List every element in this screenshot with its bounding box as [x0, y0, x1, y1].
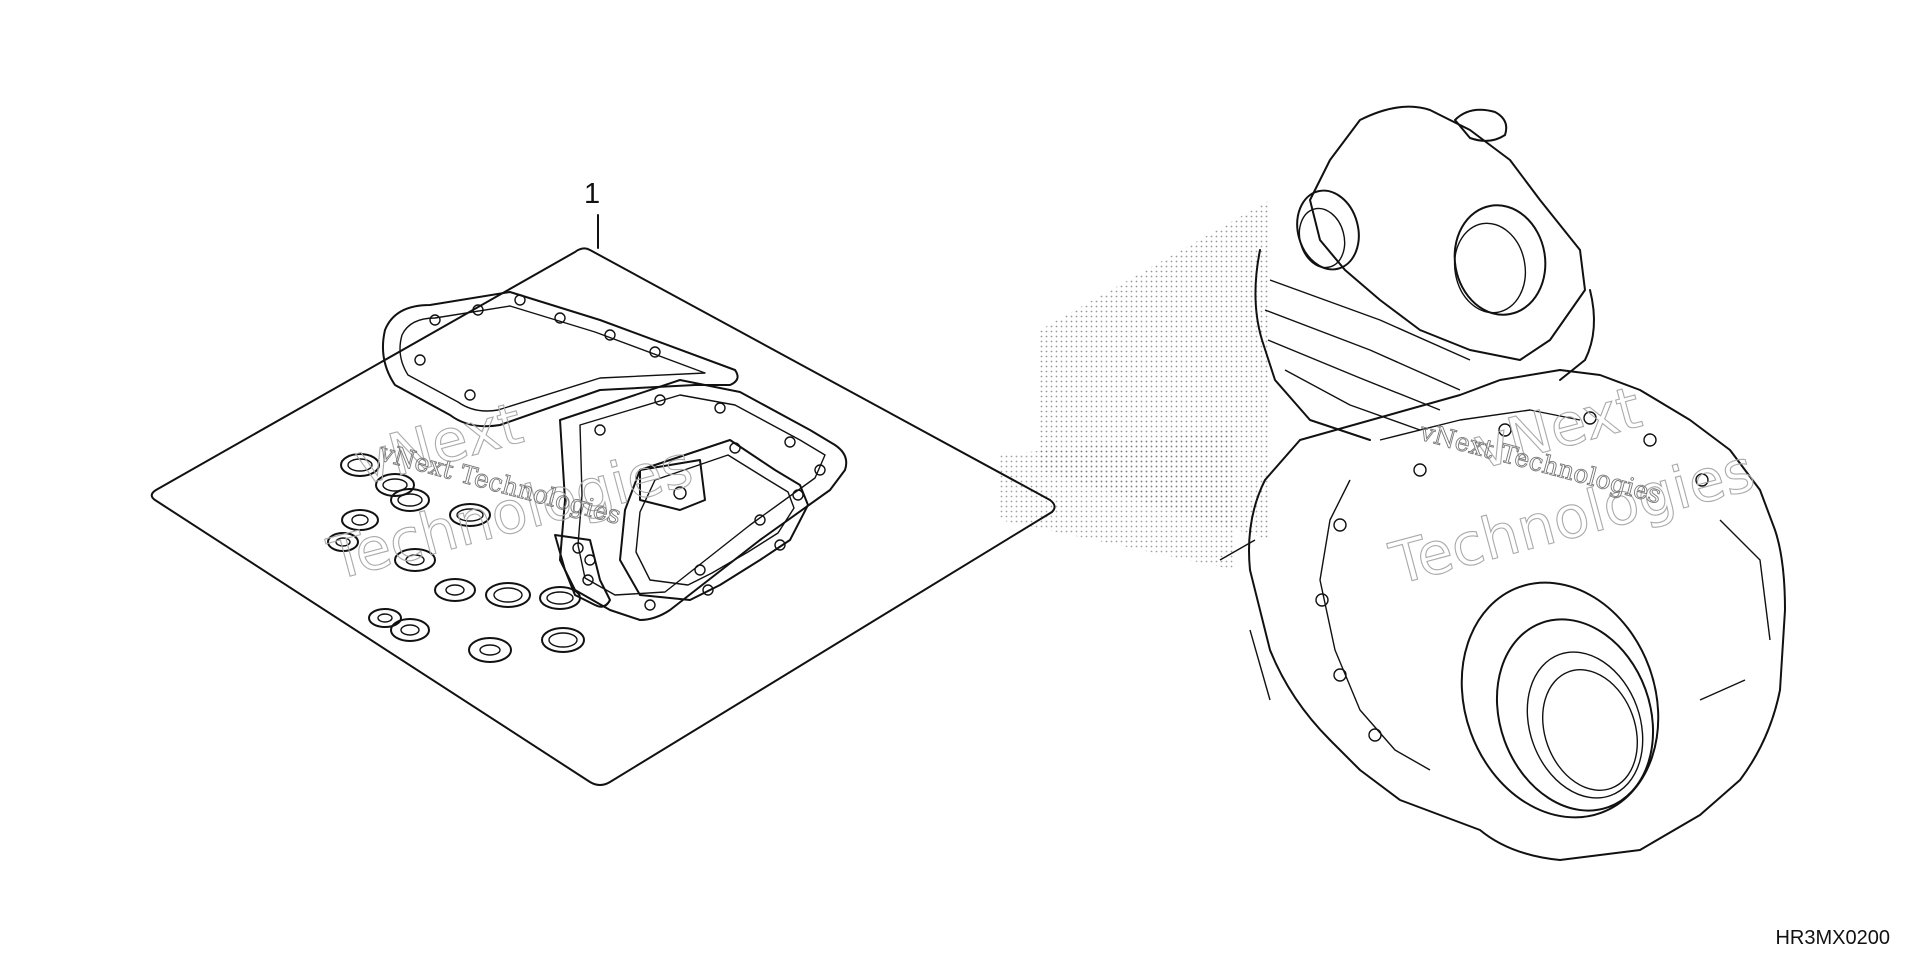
crankcase-gasket	[559, 379, 848, 621]
o-rings-and-washers	[327, 453, 585, 663]
gasket-narrow	[554, 534, 611, 608]
exploded-view-dotted-fan-2	[1000, 430, 1235, 570]
diagram-reference-code: HR3MX0200	[1775, 927, 1890, 949]
oil-pan-gasket	[619, 439, 809, 601]
gasket-kit-sheet	[150, 247, 1056, 786]
plate-gasket-small	[639, 459, 706, 511]
cover-gasket-upper	[382, 291, 739, 428]
callout-number: 1	[584, 178, 601, 210]
engine-assembly	[1219, 105, 1786, 861]
